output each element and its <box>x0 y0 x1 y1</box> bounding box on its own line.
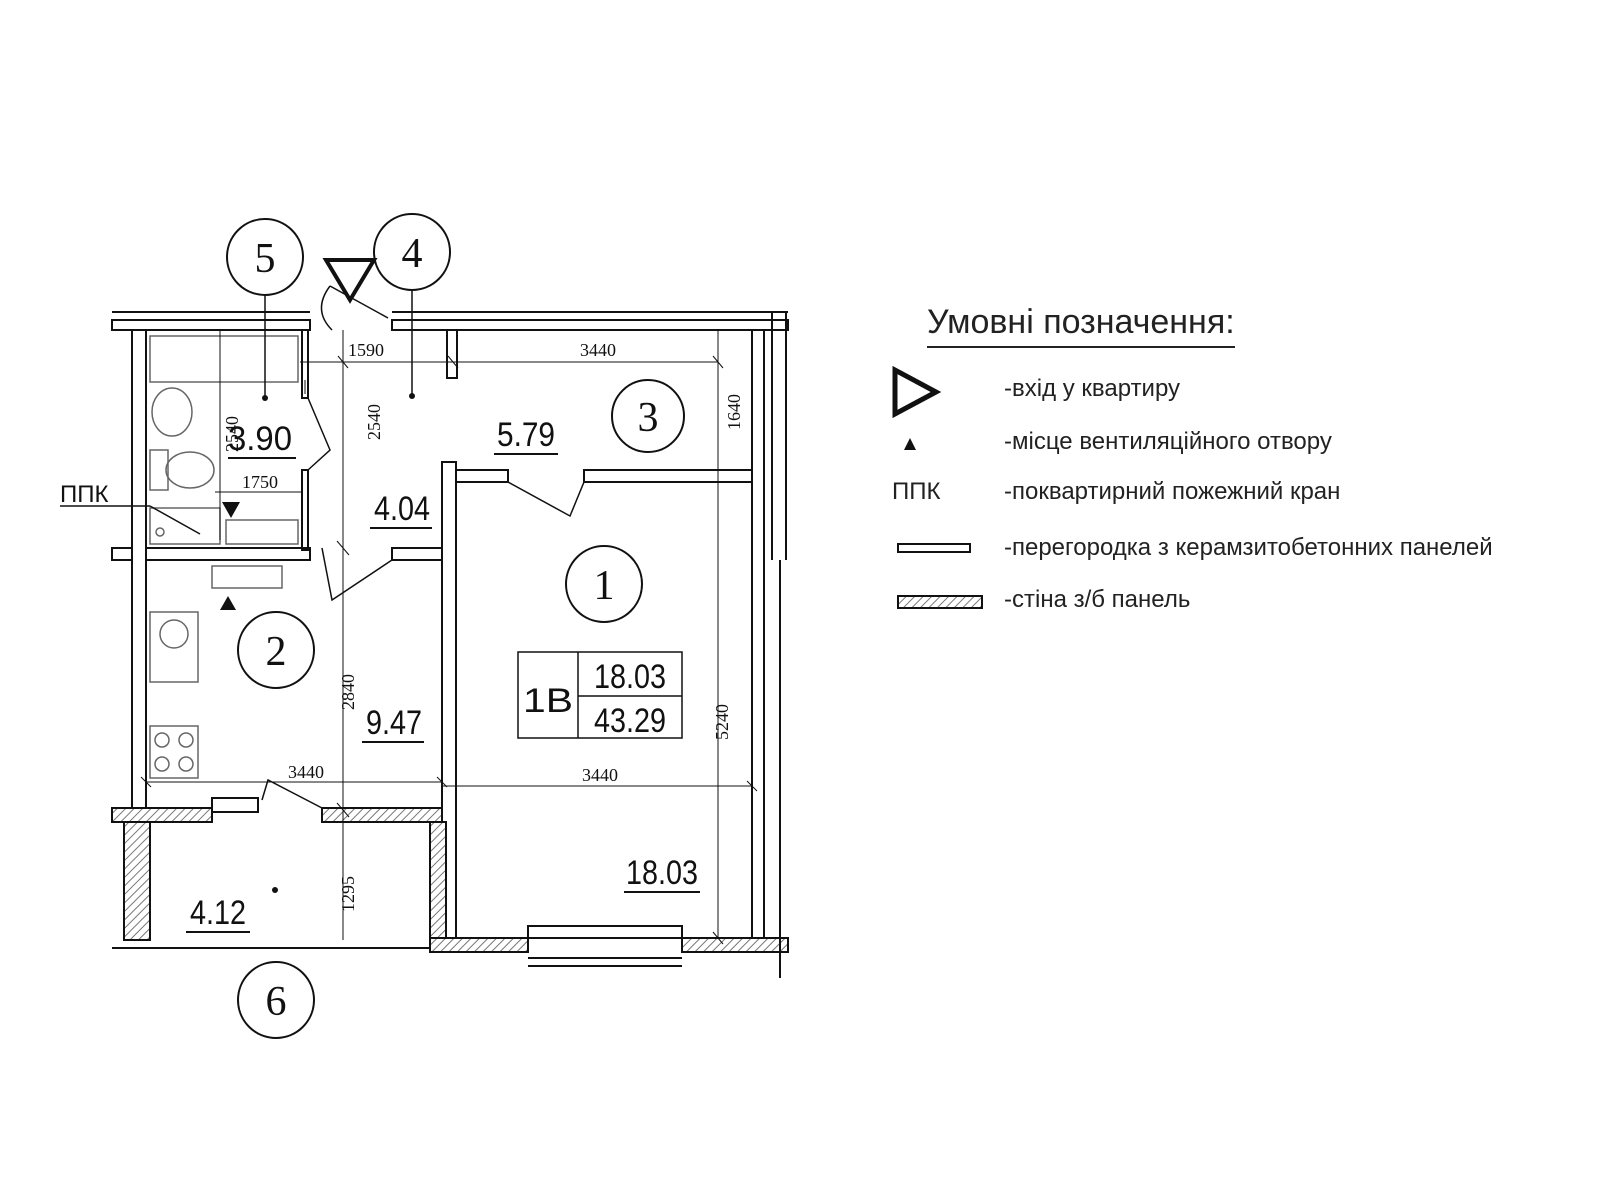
bath-door <box>307 397 331 471</box>
dimension-text: 1750 <box>242 472 278 492</box>
wall-kitchen-bottom-left <box>111 807 213 823</box>
stove <box>149 725 199 779</box>
bathtub <box>149 335 299 383</box>
legend-title: Умовні позначення: <box>927 303 1235 348</box>
dimension-text: 3440 <box>580 340 616 360</box>
room-5-marker <box>226 218 304 296</box>
legend-item-text: -вхід у квартиру <box>1004 375 1181 402</box>
wall-column <box>446 329 458 379</box>
ventilation-icon <box>222 502 240 518</box>
wall-right <box>751 329 765 939</box>
wall-room1-top-right <box>583 469 753 483</box>
living-area: 18.03 <box>594 658 666 696</box>
legend-ppk-symbol: ППК <box>892 478 941 505</box>
kitchen-door <box>321 547 393 602</box>
balcony-wall-left <box>123 821 151 941</box>
dimension-text: 1640 <box>724 394 744 430</box>
wall-left <box>131 329 147 813</box>
dimension-text: 2540 <box>364 404 384 440</box>
wall-kitchen-bottom-right <box>321 807 443 823</box>
bath-partition-lower <box>301 469 309 551</box>
room-2-marker <box>237 611 315 689</box>
wall-room1-top-left <box>455 469 509 483</box>
room-4-area: 4.04 <box>374 490 430 528</box>
room-2-number: 2 <box>266 629 287 675</box>
legend-item-text: -місце вентиляційного отвору <box>1004 428 1332 455</box>
dimension-text: 1590 <box>348 340 384 360</box>
room-1-area: 18.03 <box>626 854 698 892</box>
room-5-number: 5 <box>255 236 276 282</box>
dimension-text: 1295 <box>338 876 358 912</box>
legend-item-text: -стіна з/б панель <box>1004 586 1191 613</box>
room-1-number: 1 <box>594 563 615 609</box>
total-area: 43.29 <box>594 702 666 740</box>
toilet <box>165 451 215 489</box>
room-6-number: 6 <box>266 979 287 1025</box>
ventilation-icon <box>220 596 236 610</box>
dimension-text: 2540 <box>222 416 242 452</box>
wall-top-left <box>111 319 311 331</box>
legend-item-text: -перегородка з керамзитобетонних панелей <box>1004 534 1493 561</box>
room-3-area: 5.79 <box>497 416 555 454</box>
wall-hall-kitchen <box>391 547 443 561</box>
room1-door <box>507 481 585 518</box>
kitchen-sink <box>149 611 199 683</box>
room-3-number: 3 <box>638 395 659 441</box>
balcony-wall-right <box>429 821 447 953</box>
room-1-marker <box>565 545 643 623</box>
room-5-area: 3.90 <box>228 420 292 458</box>
wall-bath-kitchen <box>145 547 311 561</box>
balcony-door <box>261 778 323 809</box>
bath-partition-upper <box>301 329 309 399</box>
apartment-type: 1В <box>523 682 573 720</box>
room-4-marker <box>373 213 451 291</box>
dimension-text: 3440 <box>288 762 324 782</box>
entrance-icon <box>322 258 378 304</box>
room-2-area: 9.47 <box>366 704 422 742</box>
wall-room1-bottom-right <box>681 937 789 953</box>
dimension-text: 2840 <box>338 674 358 710</box>
legend-ventilation-icon <box>904 438 916 450</box>
dimension-text: 3440 <box>582 765 618 785</box>
legend-item-text: -поквартирний пожежний кран <box>1004 478 1341 505</box>
wall-top-right <box>391 319 789 331</box>
legend-partition-icon <box>897 543 971 553</box>
dimension-text: 5240 <box>712 704 732 740</box>
room-4-number: 4 <box>402 231 423 277</box>
entrance-door-swing <box>320 285 333 331</box>
room-6-marker <box>237 961 315 1039</box>
legend-wall-icon <box>897 595 983 609</box>
sink <box>151 387 193 437</box>
wall-room1-bottom-left <box>429 937 529 953</box>
apartment-box <box>517 651 683 739</box>
room-3-marker <box>611 379 685 453</box>
room-6-area: 4.12 <box>190 894 246 932</box>
legend-entrance-icon <box>892 365 942 419</box>
ppk-label: ППК <box>60 481 109 508</box>
